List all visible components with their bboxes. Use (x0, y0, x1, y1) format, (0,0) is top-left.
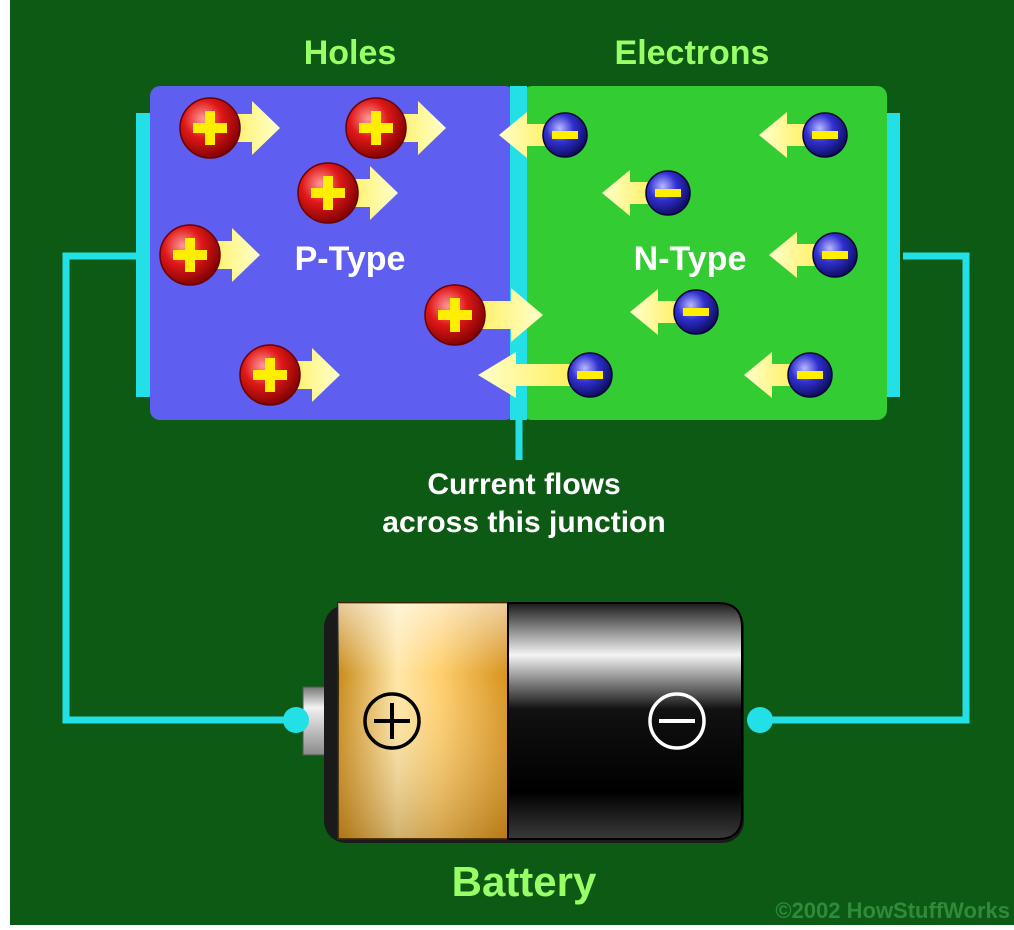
arrow-left-icon (630, 289, 686, 335)
minus-circle-outline-icon (648, 692, 706, 750)
electron-particle (602, 170, 691, 216)
arrow-left-icon (759, 112, 815, 158)
circuit-wire (62, 252, 970, 724)
n-type-region (522, 86, 887, 420)
plus-circle-icon (239, 344, 301, 406)
electron-particle (759, 112, 848, 158)
junction-caption-line1: Current flows (427, 468, 620, 501)
p-type-region (150, 86, 515, 420)
plus-circle-icon (297, 162, 359, 224)
arrow-left-icon (602, 170, 658, 216)
p-type-label: P-Type (295, 240, 406, 278)
electrons-label: Electrons (615, 34, 770, 72)
battery-negative-half (507, 602, 743, 840)
arrow-left-icon (744, 352, 800, 398)
junction-caption-line2: across this junction (382, 506, 665, 539)
negative-terminal-node (747, 707, 773, 733)
plus-circle-icon (345, 97, 407, 159)
p-electrode (136, 113, 152, 397)
minus-circle-icon (802, 112, 848, 158)
n-type-label: N-Type (634, 240, 747, 278)
electron-particle (478, 352, 613, 398)
positive-terminal-node (283, 707, 309, 733)
electrons-group (478, 112, 858, 398)
battery-label: Battery (452, 858, 597, 905)
holes-group (159, 97, 543, 406)
arrow-left-icon (499, 112, 555, 158)
arrow-right-icon (467, 288, 543, 342)
minus-circle-icon (567, 352, 613, 398)
hole-particle (179, 97, 280, 159)
hole-particle (424, 284, 543, 346)
battery (302, 602, 744, 843)
holes-label: Holes (304, 34, 397, 72)
hole-particle (159, 224, 260, 286)
plus-circle-icon (159, 224, 221, 286)
electron-particle (744, 352, 833, 398)
minus-circle-icon (673, 289, 719, 335)
minus-circle-icon (787, 352, 833, 398)
minus-circle-icon (542, 112, 588, 158)
copyright-text: ©2002 HowStuffWorks (775, 898, 1010, 923)
plus-circle-icon (424, 284, 486, 346)
minus-circle-icon (812, 232, 858, 278)
minus-circle-icon (645, 170, 691, 216)
arrow-left-icon (478, 352, 580, 398)
electron-particle (499, 112, 588, 158)
plus-circle-outline-icon (363, 692, 421, 750)
electron-particle (769, 232, 858, 278)
hole-particle (297, 162, 398, 224)
hole-particle (345, 97, 446, 159)
hole-particle (239, 344, 340, 406)
electron-particle (630, 289, 719, 335)
plus-circle-icon (179, 97, 241, 159)
n-electrode (884, 113, 900, 397)
arrow-left-icon (769, 232, 825, 278)
